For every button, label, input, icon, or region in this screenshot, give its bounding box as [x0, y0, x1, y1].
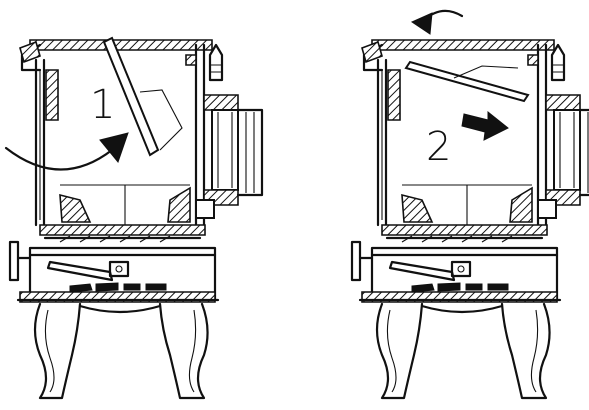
straight-arrow-icon [461, 110, 509, 141]
baffle-plate-tilted [102, 36, 160, 157]
curved-arrow-icon [4, 132, 129, 171]
stove-right: 2 [350, 9, 589, 400]
step-label-1: 1 [90, 82, 115, 128]
step-label-2: 2 [426, 124, 451, 170]
baffle-plate-inserted [404, 60, 530, 103]
stove-left: 1 [4, 36, 264, 400]
curved-arrow-icon [410, 9, 464, 35]
